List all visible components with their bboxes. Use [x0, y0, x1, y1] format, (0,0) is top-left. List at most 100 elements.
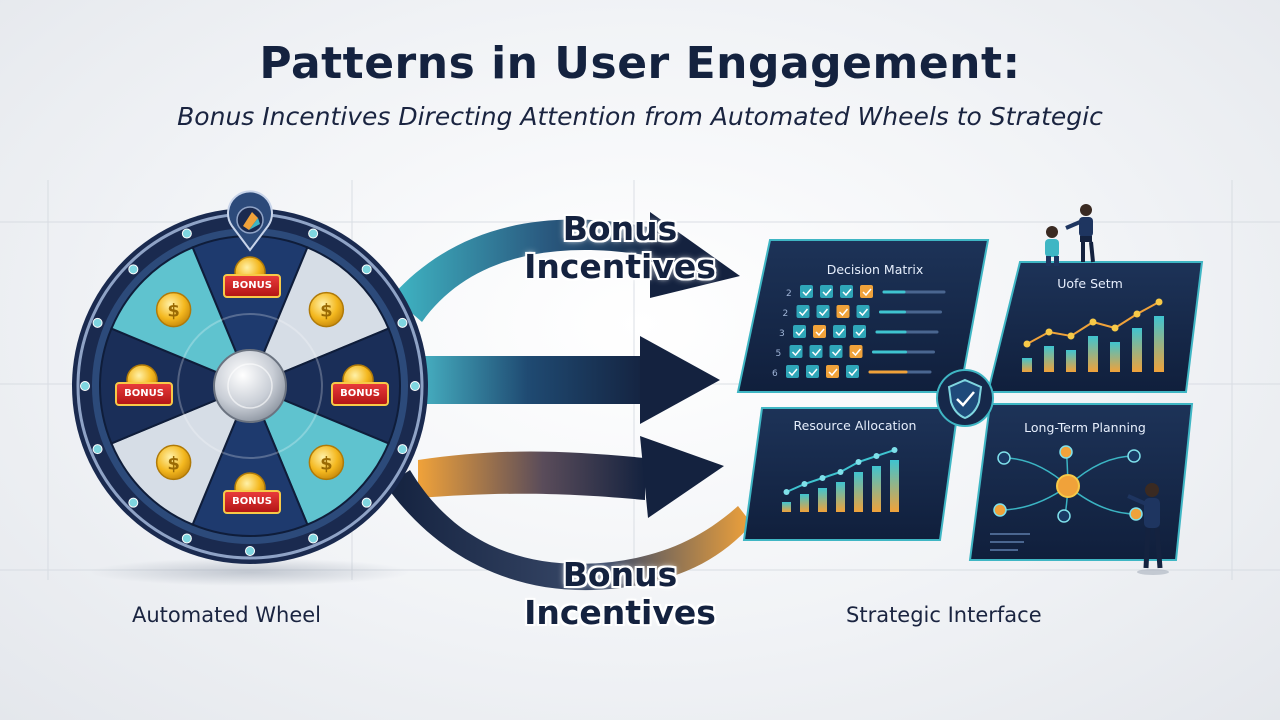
page-subtitle: Bonus Incentives Directing Attention fro…: [177, 102, 1103, 131]
dollar-coin-icon: [155, 444, 192, 481]
panel-top-right: [986, 261, 1204, 393]
panel-long-term-planning: [968, 403, 1194, 561]
matrix-cell: [860, 285, 873, 298]
dollar-coin-icon: [155, 291, 192, 328]
chart-bar: [1044, 346, 1054, 372]
matrix-cell: [793, 325, 806, 338]
chart-bar: [872, 466, 881, 512]
rim-light: [361, 264, 372, 275]
arrow-label-bottom-line1: Bonus: [562, 555, 678, 594]
wheel-segments: $$$$: [99, 235, 401, 537]
page-title: Patterns in User Engagement:: [259, 38, 1021, 89]
panel-resource-allocation: [742, 407, 960, 541]
rim-light: [181, 228, 192, 239]
rim-light: [181, 533, 192, 544]
arrow-label-top-line2: Incentives: [524, 247, 716, 286]
chart-point: [1067, 332, 1075, 340]
bonus-tag: BONUS: [223, 274, 281, 298]
chart-point: [801, 481, 808, 487]
matrix-cell: [786, 365, 799, 378]
person-figure-icon: [1045, 204, 1095, 266]
panel-title-resource-allocation: Resource Allocation: [793, 418, 917, 433]
chart-point: [873, 453, 880, 459]
matrix-cell: [840, 285, 853, 298]
wheel-rim-lights: [80, 216, 420, 556]
network-node: [1129, 507, 1143, 521]
dollar-coin-icon: [308, 444, 345, 481]
network-hub: [1056, 474, 1080, 498]
network-node: [997, 451, 1011, 465]
bonus-tag: BONUS: [223, 490, 281, 514]
chart-bar: [836, 482, 845, 512]
chart-point: [855, 459, 862, 465]
matrix-cell: [833, 325, 846, 338]
matrix-cell: [836, 305, 850, 318]
caption-strategic-interface: Strategic Interface: [846, 603, 1042, 627]
shield-check-icon: [936, 369, 994, 427]
rim-light: [80, 381, 90, 391]
chart-bar: [782, 502, 791, 512]
bonus-tag: BONUS: [115, 382, 173, 406]
network-node: [993, 503, 1007, 517]
automated-wheel: $$$$: [72, 190, 428, 586]
chart-bar: [1132, 328, 1142, 372]
rim-light: [128, 497, 139, 508]
arrow-top-curved: [392, 212, 740, 322]
chart-bar: [890, 460, 899, 512]
matrix-cell: [846, 365, 859, 378]
matrix-cell: [800, 285, 813, 298]
arrow-label-bottom-line2: Incentives: [524, 593, 716, 632]
arrow-bottom-curved: [386, 470, 752, 591]
chart-bar: [1110, 342, 1120, 372]
pointer-marker-icon: [227, 190, 273, 252]
chart-bar: [1088, 336, 1098, 372]
arrow-label-top-line1: Bonus: [562, 209, 678, 248]
panel-title-decision-matrix: Decision Matrix: [826, 262, 924, 277]
rim-light: [397, 444, 408, 455]
chart-point: [1023, 340, 1031, 348]
matrix-cell: [813, 325, 826, 338]
rim-light: [361, 497, 372, 508]
chart-point: [1155, 298, 1163, 306]
rim-light: [397, 317, 408, 328]
chart-point: [1111, 324, 1119, 332]
wheel-segment: [99, 327, 253, 445]
caption-automated-wheel: Automated Wheel: [132, 603, 321, 627]
chart-bar: [1154, 316, 1164, 372]
network-node: [1127, 449, 1141, 463]
chart-point: [1045, 328, 1053, 336]
matrix-cell: [816, 305, 830, 318]
chart-point: [1089, 318, 1097, 326]
matrix-cell: [809, 345, 823, 358]
rim-light: [308, 533, 319, 544]
dollar-coin-icon: [308, 291, 345, 328]
coin-symbol: $: [320, 453, 333, 474]
person-figure-icon: [1127, 483, 1169, 575]
network-node: [1059, 445, 1073, 459]
matrix-cell: [849, 345, 863, 358]
rim-light: [308, 228, 319, 239]
matrix-row-number: 2: [786, 289, 792, 299]
arrow-middle-straight: [408, 336, 720, 424]
arrow-lower-straight: [418, 436, 724, 518]
panel-title-top-right: Uofe Setm: [1057, 276, 1123, 291]
arrow-label-top: Bonus Incentives: [510, 210, 730, 286]
matrix-cell: [789, 345, 803, 358]
network-node: [1057, 509, 1071, 523]
rim-light: [92, 317, 103, 328]
rim-light: [92, 444, 103, 455]
rim-light: [410, 381, 420, 391]
bonus-tag: BONUS: [331, 382, 389, 406]
rim-light: [128, 264, 139, 275]
chart-point: [837, 469, 844, 475]
wheel-hub: [213, 349, 287, 423]
wheel-segment: [247, 327, 401, 445]
chart-point: [783, 489, 790, 495]
matrix-cell: [820, 285, 833, 298]
panel-title-long-term-planning: Long-Term Planning: [1024, 420, 1146, 435]
chart-bar: [1022, 358, 1032, 372]
matrix-cell: [856, 305, 870, 318]
